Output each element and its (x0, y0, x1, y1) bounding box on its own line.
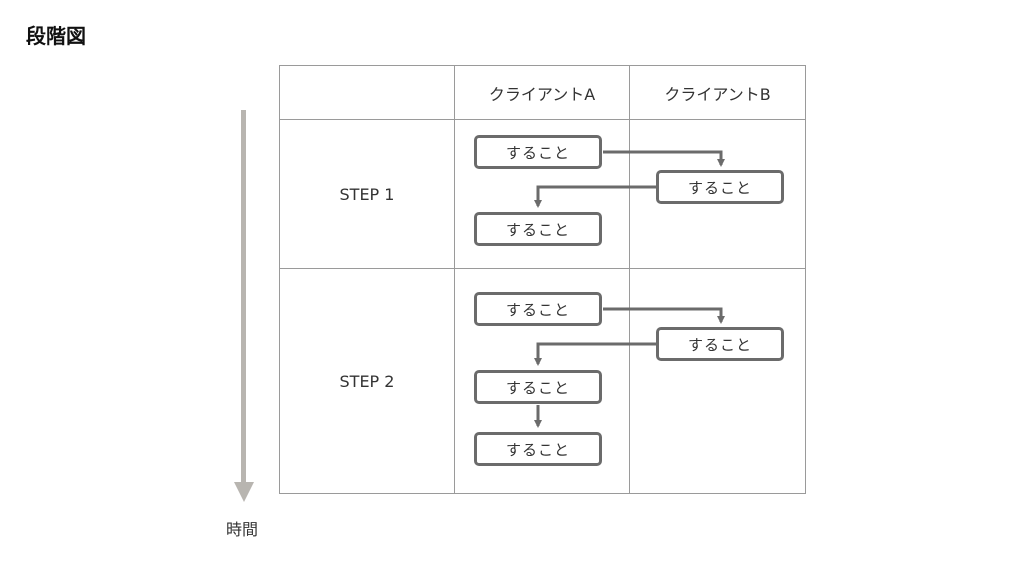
flow-box-step1-client-a-2: すること (474, 212, 602, 246)
step-2-client-b-cell (629, 268, 806, 494)
step-1-label: STEP 1 (279, 119, 455, 270)
flow-box-step2-client-a-1: すること (474, 292, 602, 326)
header-row: クライアントA クライアントB (279, 64, 806, 121)
flow-box-step2-client-a-3: すること (474, 432, 602, 466)
time-arrow-icon (234, 110, 254, 502)
page-title: 段階図 (26, 24, 86, 48)
stage-grid: クライアントA クライアントB STEP 1 STEP 2 (279, 64, 806, 494)
column-header-client-b: クライアントB (629, 64, 806, 121)
step-2-label: STEP 2 (279, 268, 455, 494)
time-axis-label: 時間 (226, 520, 259, 539)
flow-box-step1-client-b-1: すること (656, 170, 784, 204)
flow-box-step1-client-a-1: すること (474, 135, 602, 169)
header-corner-cell (279, 64, 455, 121)
column-header-client-a: クライアントA (454, 64, 630, 121)
flow-box-step2-client-b-1: すること (656, 327, 784, 361)
flow-box-step2-client-a-2: すること (474, 370, 602, 404)
